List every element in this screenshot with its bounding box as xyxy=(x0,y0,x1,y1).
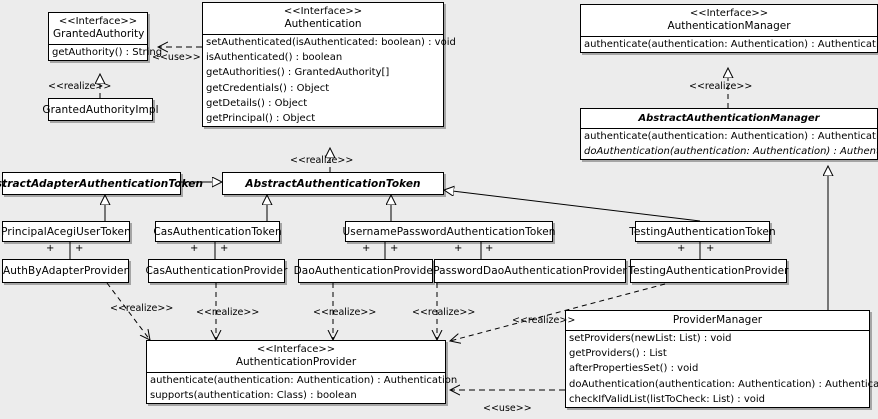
class-header: ProviderManager xyxy=(566,311,869,330)
methods-compartment: authenticate(authentication: Authenticat… xyxy=(581,128,878,159)
class-header: <<Interface>> AuthenticationProvider xyxy=(147,341,445,372)
method-item: getAuthorities() : GrantedAuthority[] xyxy=(206,67,390,79)
edge-label-realize-dao-provider: <<realize>> xyxy=(313,307,377,318)
edge-label-realize-cas-provider: <<realize>> xyxy=(196,307,260,318)
method-item: authenticate(authentication: Authenticat… xyxy=(150,375,458,386)
class-testing-authentication-token[interactable]: TestingAuthenticationToken xyxy=(629,221,776,242)
multiplicity-testing-token-source: + xyxy=(677,243,686,254)
class-granted-authority-impl[interactable]: GrantedAuthorityImpl xyxy=(42,98,159,121)
class-testing-authentication-provider[interactable]: TestingAuthenticationProvider xyxy=(628,259,789,283)
method-item: doAuthentication(authentication: Authent… xyxy=(569,378,878,390)
method-item: getPrincipal() : Object xyxy=(206,113,316,125)
class-abstract-adapter-authentication-token[interactable]: AbstractAdapterAuthenticationToken xyxy=(0,172,203,195)
multiplicity-cas-token-source: + xyxy=(190,243,199,254)
edge-label-realize-granted-authority-impl: <<realize>> xyxy=(48,81,112,92)
edge-label-realize-abstract-authentication-manager: <<realize>> xyxy=(689,81,753,92)
class-authentication[interactable]: <<Interface>> Authentication setAuthenti… xyxy=(202,2,456,128)
class-abstract-authentication-manager[interactable]: AbstractAuthenticationManager authentica… xyxy=(580,108,878,161)
methods-compartment: setProviders(newList: List) : void getPr… xyxy=(566,330,878,407)
multiplicity-username-password-token-target-a: + xyxy=(390,243,399,254)
class-header: <<Interface>> Authentication xyxy=(203,3,443,34)
methods-compartment: authenticate(authentication: Authenticat… xyxy=(581,36,878,52)
class-name: CasAuthenticationToken xyxy=(153,225,282,238)
class-name: AbstractAuthenticationManager xyxy=(638,113,820,124)
multiplicity-principal-acegi-token-target: + xyxy=(75,243,84,254)
class-cas-authentication-token[interactable]: CasAuthenticationToken xyxy=(153,221,282,242)
stereotype-label: <<Interface>> xyxy=(283,6,363,17)
edge-label-realize-abstract-authentication-token: <<realize>> xyxy=(290,155,354,166)
class-name: ProviderManager xyxy=(672,314,763,326)
method-item: getProviders() : List xyxy=(569,348,667,360)
edge-label-use-provider-manager: <<use>> xyxy=(483,403,532,414)
edge-label-realize-testing-provider: <<realize>> xyxy=(512,315,576,326)
method-item: authenticate(authentication: Authenticat… xyxy=(584,39,878,50)
class-name: DaoAuthenticationProvider xyxy=(293,265,438,277)
class-principal-acegi-user-token[interactable]: PrincipalAcegiUserToken xyxy=(1,221,131,242)
class-dao-authentication-provider[interactable]: DaoAuthenticationProvider xyxy=(294,259,437,283)
method-item: afterPropertiesSet() : void xyxy=(569,363,699,375)
class-name: GrantedAuthorityImpl xyxy=(42,103,159,116)
method-item: supports(authentication: Class) : boolea… xyxy=(150,390,357,402)
method-item: doAuthentication(authentication: Authent… xyxy=(584,146,878,158)
stereotype-label: <<Interface>> xyxy=(58,16,138,27)
methods-compartment: getAuthority() : String xyxy=(49,44,163,60)
class-password-dao-authentication-provider[interactable]: PasswordDaoAuthenticationProvider xyxy=(433,259,627,283)
class-auth-by-adapter-provider[interactable]: AuthByAdapterProvider xyxy=(2,259,129,283)
class-name: AuthenticationManager xyxy=(667,20,791,32)
class-header: AbstractAuthenticationManager xyxy=(581,109,877,128)
class-granted-authority[interactable]: <<Interface>> GrantedAuthority getAuthor… xyxy=(48,12,163,62)
multiplicity-principal-acegi-token-source: + xyxy=(46,243,55,254)
class-name: PasswordDaoAuthenticationProvider xyxy=(433,265,627,277)
multiplicity-username-password-token-target-b: + xyxy=(485,243,494,254)
method-item: isAuthenticated() : boolean xyxy=(206,52,343,64)
edge-label-realize-password-dao-provider: <<realize>> xyxy=(412,307,476,318)
class-name: TestingAuthenticationToken xyxy=(629,225,776,238)
class-authentication-provider[interactable]: <<Interface>> AuthenticationProvider aut… xyxy=(146,340,458,405)
methods-compartment: setAuthenticated(isAuthenticated: boolea… xyxy=(203,34,456,126)
stereotype-label: <<Interface>> xyxy=(256,344,336,355)
class-name: AbstractAuthenticationToken xyxy=(245,177,421,190)
class-name: AuthByAdapterProvider xyxy=(3,265,129,277)
class-name: UsernamePasswordAuthenticationToken xyxy=(342,225,556,238)
class-name: GrantedAuthority xyxy=(53,28,145,40)
class-username-password-authentication-token[interactable]: UsernamePasswordAuthenticationToken xyxy=(342,221,556,242)
edge-label-use-granted-authority: <<use>> xyxy=(152,52,201,63)
method-item: getDetails() : Object xyxy=(206,97,308,109)
multiplicity-testing-token-target: + xyxy=(706,243,715,254)
class-name: PrincipalAcegiUserToken xyxy=(1,225,131,238)
methods-compartment: authenticate(authentication: Authenticat… xyxy=(147,372,458,403)
edge-label-realize-auth-by-adapter-provider: <<realize>> xyxy=(110,303,174,314)
multiplicity-username-password-token-source-a: + xyxy=(362,243,371,254)
class-header: <<Interface>> GrantedAuthority xyxy=(49,13,147,44)
method-item: getCredentials() : Object xyxy=(206,82,330,94)
stereotype-label: <<Interface>> xyxy=(689,8,769,19)
class-cas-authentication-provider[interactable]: CasAuthenticationProvider xyxy=(145,259,288,283)
method-item: authenticate(authentication: Authenticat… xyxy=(584,131,878,142)
method-item: getAuthority() : String xyxy=(52,47,163,58)
class-name: CasAuthenticationProvider xyxy=(145,265,288,277)
class-header: <<Interface>> AuthenticationManager xyxy=(581,5,877,36)
method-item: checkIfValidList(listToCheck: List) : vo… xyxy=(569,393,766,405)
multiplicity-cas-token-target: + xyxy=(220,243,229,254)
class-authentication-manager[interactable]: <<Interface>> AuthenticationManager auth… xyxy=(580,4,878,54)
class-name: TestingAuthenticationProvider xyxy=(628,265,789,277)
multiplicity-username-password-token-source-b: + xyxy=(454,243,463,254)
class-provider-manager[interactable]: ProviderManager setProviders(newList: Li… xyxy=(565,310,878,409)
class-name: AbstractAdapterAuthenticationToken xyxy=(0,177,204,190)
class-name: AuthenticationProvider xyxy=(235,356,357,368)
class-abstract-authentication-token[interactable]: AbstractAuthenticationToken xyxy=(222,172,444,195)
method-item: setProviders(newList: List) : void xyxy=(569,333,732,344)
class-name: Authentication xyxy=(284,18,362,30)
method-item: setAuthenticated(isAuthenticated: boolea… xyxy=(206,37,456,48)
